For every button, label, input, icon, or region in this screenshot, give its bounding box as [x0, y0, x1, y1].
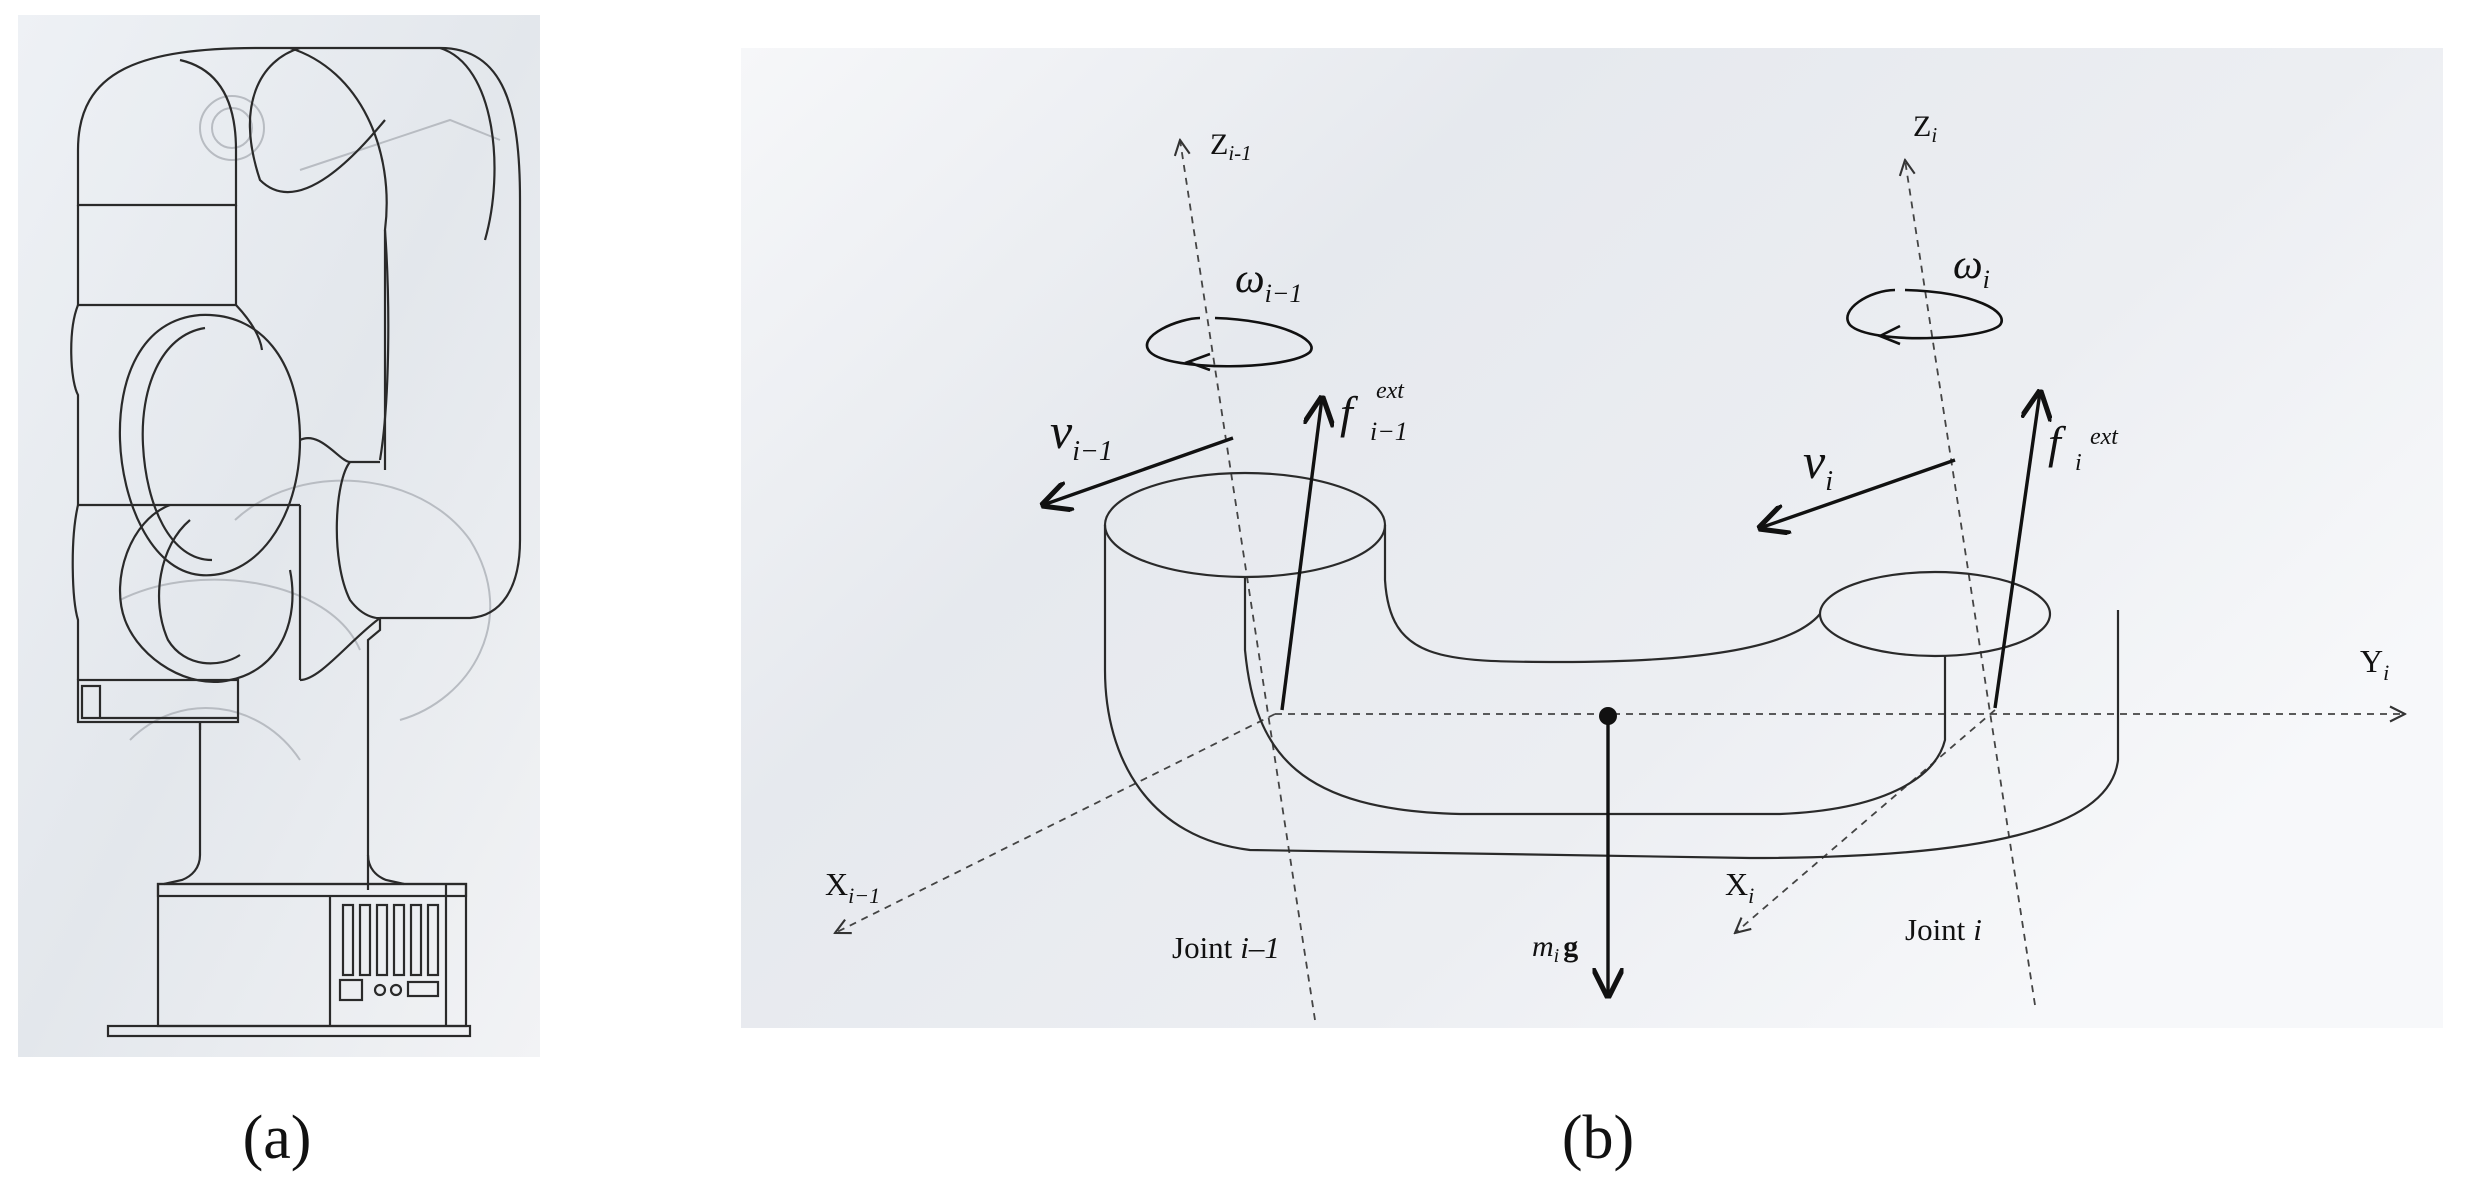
robot-arm-drawing [70, 46, 522, 1038]
panel-a-background [18, 15, 540, 1057]
x-axis-i-label: Xi [1725, 866, 1754, 908]
omega-prev-loop [1145, 316, 1313, 368]
f-i-subscript: i [2075, 450, 2082, 476]
v-i-label: vi [1803, 433, 1833, 497]
z-axis-i-label: Zi [1913, 110, 1937, 147]
omega-i-label: ωi [1953, 242, 1990, 294]
x-axis-i-line [1735, 709, 1996, 933]
v-prev-arrow [1043, 436, 1234, 505]
z-axis-prev-line [1180, 140, 1316, 1021]
f-prev-subscript: i−1 [1370, 417, 1408, 446]
panel-a-caption: (a) [243, 1104, 312, 1172]
vector-arrows [1043, 392, 2040, 996]
z-axis-prev-label: Zi-1 [1210, 128, 1252, 165]
x-axis-prev-label: Xi−1 [825, 866, 880, 908]
panel-b: Zi-1 Zi Yi Xi−1 Xi ωi−1 ωi vi−1 [741, 48, 2443, 1028]
axis-lines [835, 140, 2405, 1021]
panel-b-caption: (b) [1562, 1104, 1634, 1172]
center-of-mass-dot [1599, 707, 1617, 725]
x-axis-prev-line [835, 713, 1276, 933]
omega-loops [1145, 288, 2003, 372]
omega-prev-arrowhead [1184, 352, 1211, 372]
controller-vents [338, 903, 440, 1002]
f-prev-superscript: ext [1376, 378, 1405, 404]
f-i-arrow [1993, 392, 2040, 709]
link-body [1103, 471, 2120, 860]
omega-i-loop [1846, 288, 2003, 340]
panel-a [18, 15, 540, 1057]
v-prev-label: vi−1 [1050, 403, 1113, 467]
f-prev-arrow [1280, 398, 1322, 711]
f-i-superscript: ext [2090, 424, 2119, 450]
y-axis-label: Yi [2360, 643, 2389, 685]
omega-prev-label: ωi−1 [1235, 256, 1302, 308]
omega-i-arrowhead [1876, 324, 1901, 346]
panel-b-background [741, 48, 2443, 1028]
v-i-arrow [1760, 458, 1956, 528]
